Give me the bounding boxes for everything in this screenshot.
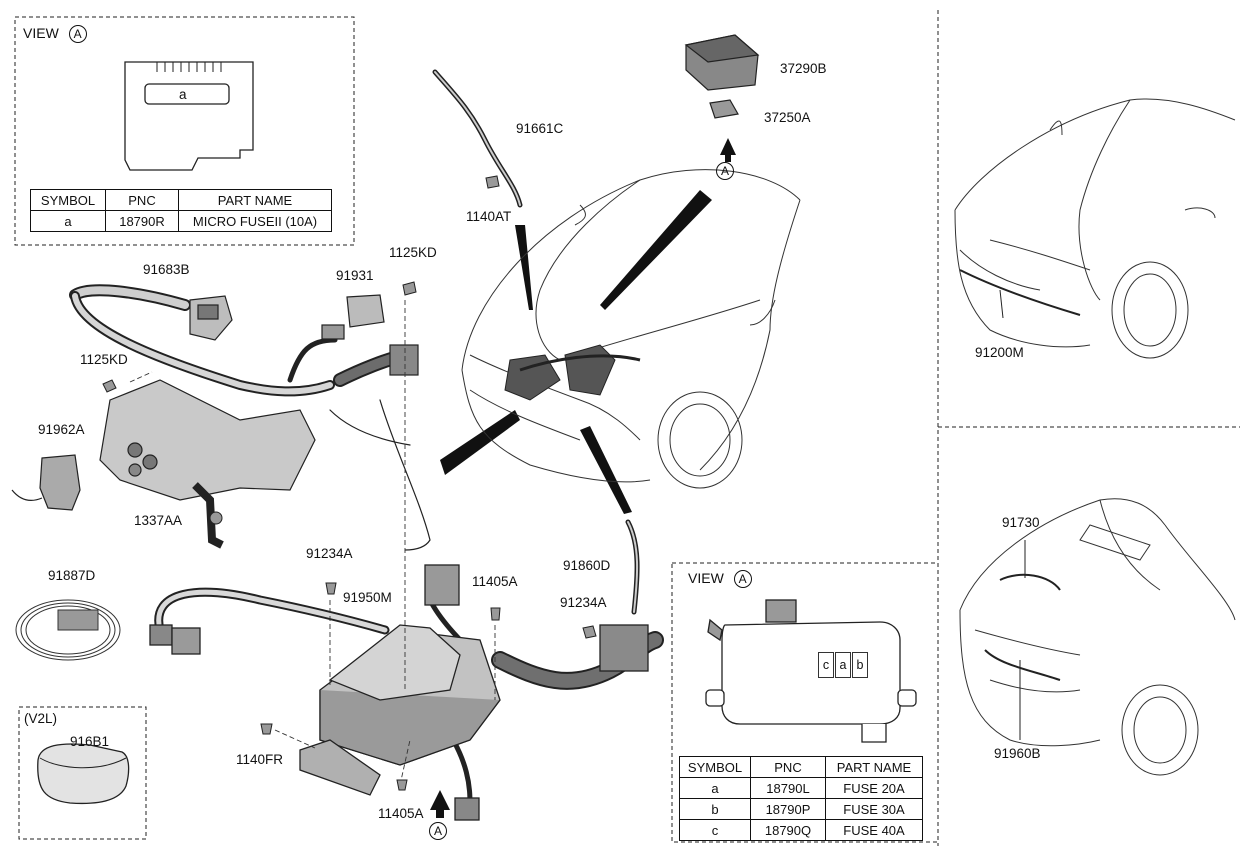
view-title: VIEW: [23, 25, 59, 41]
part-label-1125kd-left: 1125KD: [80, 352, 128, 367]
table-header: PNC: [105, 189, 179, 211]
fuse-slot: a: [835, 652, 851, 678]
fuse-slot: b: [852, 652, 868, 678]
table-cell: 18790R: [105, 210, 179, 232]
part-label-1337aa: 1337AA: [134, 513, 183, 528]
part-label-91234a-mid: 91234A: [306, 546, 353, 561]
connector-91931: [321, 294, 419, 376]
view-marker: A: [733, 570, 752, 589]
cover-916b1: [37, 743, 130, 805]
view-marker: A: [68, 25, 87, 44]
part-label-37250a: 37250A: [764, 110, 811, 125]
table-cell: FUSE 30A: [825, 798, 923, 820]
parts-table-bottom: SYMBOL PNC PART NAME a 18790L FUSE 20A b…: [679, 756, 923, 841]
part-label-91200m: 91200M: [975, 345, 1024, 360]
table-header: SYMBOL: [679, 756, 751, 778]
v2l-frame: [18, 706, 147, 840]
high-voltage-junction-box-drawing: [705, 599, 917, 743]
table-row: a 18790R MICRO FUSEII (10A): [30, 210, 332, 232]
table-header-row: SYMBOL PNC PART NAME: [679, 756, 923, 778]
part-label-91860d: 91860D: [563, 558, 611, 573]
table-cell: 18790P: [750, 798, 826, 820]
table-row: b 18790P FUSE 30A: [679, 798, 923, 820]
part-label-11405a-bottom: 11405A: [378, 806, 424, 821]
arrow-icons: [430, 138, 736, 818]
view-a-bottom-heading: VIEW A: [688, 570, 752, 589]
junction-box-left: [99, 379, 316, 549]
leader-wedges: [440, 190, 712, 514]
part-label-91950m: 91950M: [343, 590, 392, 605]
arrow-marker-bottom: A: [429, 822, 447, 840]
v2l-title: (V2L): [24, 711, 58, 726]
part-label-91887d: 91887D: [48, 568, 96, 583]
fuse-block-37290b: [684, 34, 760, 91]
part-label-1140fr: 1140FR: [236, 752, 284, 767]
part-label-91661c: 91661C: [516, 121, 564, 136]
car-front-center: [461, 169, 801, 489]
part-label-1140at: 1140AT: [466, 209, 512, 224]
table-row: a 18790L FUSE 20A: [679, 777, 923, 799]
part-label-1125kd-top: 1125KD: [389, 245, 437, 260]
part-label-91962a: 91962A: [38, 422, 85, 437]
fuse-letter: a: [179, 87, 187, 102]
part-label-91960b: 91960B: [994, 746, 1041, 761]
part-label-11405a-top: 11405A: [472, 574, 518, 589]
view-a-top-frame: [14, 16, 355, 246]
marker-circle: A: [429, 822, 447, 840]
part-label-916b1: 916B1: [70, 734, 110, 749]
engine-harness-center: [504, 344, 641, 401]
table-header: SYMBOL: [30, 189, 106, 211]
part-label-37290b: 37290B: [780, 61, 827, 76]
table-header: PNC: [750, 756, 826, 778]
table-cell: FUSE 40A: [825, 819, 923, 841]
table-cell: 18790L: [750, 777, 826, 799]
part-label-91683b: 91683B: [143, 262, 190, 277]
table-cell: 18790Q: [750, 819, 826, 841]
part-label-91730: 91730: [1002, 515, 1040, 530]
table-header: PART NAME: [178, 189, 332, 211]
view-a-bottom-frame: [671, 562, 939, 843]
relay-37250a: [709, 99, 739, 119]
harness-91200m-drawing: [959, 269, 1081, 319]
car-front-right: [954, 98, 1236, 359]
arrow-marker-top: A: [716, 162, 734, 180]
table-cell: b: [679, 798, 751, 820]
micro-fuse-box-drawing: [124, 61, 254, 171]
table-cell: a: [30, 210, 106, 232]
table-header: PART NAME: [825, 756, 923, 778]
cable-91887d: [15, 599, 121, 661]
cable-91661c: [432, 69, 523, 208]
part-label-91931: 91931: [336, 268, 374, 283]
view-title: VIEW: [688, 570, 724, 586]
harness-91730-91960b-drawing: [984, 540, 1061, 740]
bracket-91962a: [11, 454, 81, 511]
table-cell: a: [679, 777, 751, 799]
table-cell: FUSE 20A: [825, 777, 923, 799]
table-cell: c: [679, 819, 751, 841]
cable-91860d: [625, 519, 640, 615]
charger-module-91950m: [149, 564, 649, 821]
part-label-91234a-right: 91234A: [560, 595, 607, 610]
bolt-icons: [102, 175, 597, 791]
table-header-row: SYMBOL PNC PART NAME: [30, 189, 332, 211]
table-cell: MICRO FUSEII (10A): [178, 210, 332, 232]
car-rear-right: [959, 498, 1236, 776]
marker-circle: A: [716, 162, 734, 180]
table-row: c 18790Q FUSE 40A: [679, 819, 923, 841]
parts-table-top: SYMBOL PNC PART NAME a 18790R MICRO FUSE…: [30, 189, 332, 232]
fuse-slot: c: [818, 652, 834, 678]
connector-91683b: [189, 295, 233, 341]
view-a-top-heading: VIEW A: [23, 25, 87, 44]
